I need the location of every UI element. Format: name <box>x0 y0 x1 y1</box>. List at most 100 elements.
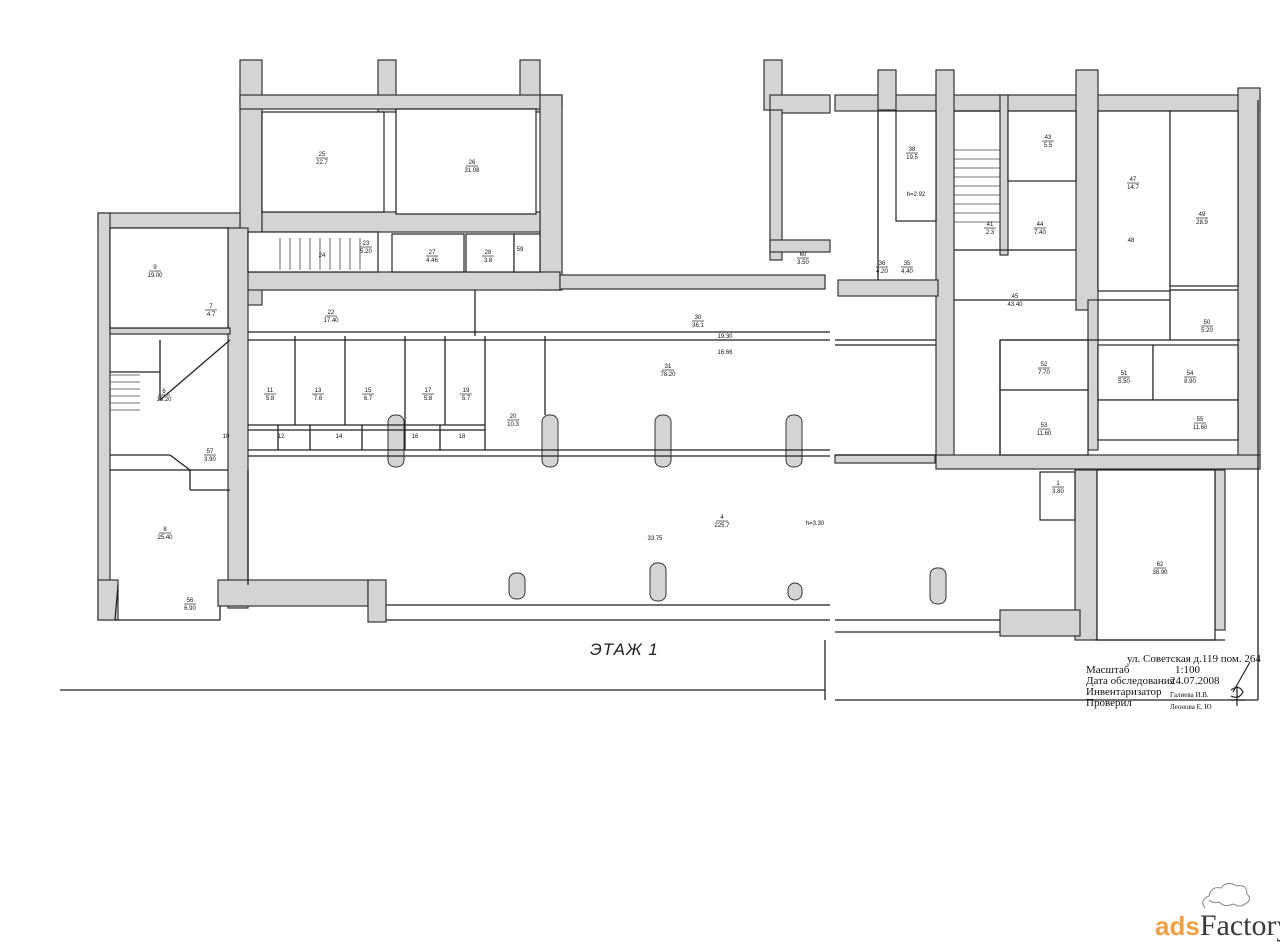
wall <box>217 579 369 607</box>
room-area: 5.7 <box>462 396 471 402</box>
room-outline <box>1097 344 1154 401</box>
room-outline <box>395 108 537 215</box>
room-area: 5.50 <box>1118 379 1130 385</box>
room-number: 53 <box>1041 423 1048 429</box>
room-label-60: 603.50 <box>797 252 809 266</box>
partition-line <box>114 584 119 621</box>
room-label-44: 447.40 <box>1034 222 1046 236</box>
room-area: 7.40 <box>1034 230 1046 236</box>
room-label-48: 48 <box>1128 238 1135 244</box>
room-label-18: 18 <box>459 434 466 440</box>
room-label-15: 156.7 <box>362 388 374 402</box>
room-label-13: 137.6 <box>312 388 324 402</box>
room-number: 56 <box>187 598 194 604</box>
room-number: 30 <box>695 315 702 321</box>
room-number: 36 <box>879 261 886 267</box>
wall <box>239 271 561 291</box>
wall <box>109 327 231 335</box>
room-label-41: 412.3 <box>984 222 996 236</box>
pillar <box>929 567 947 605</box>
room-label-36: 364.20 <box>876 261 888 275</box>
room-label-9: 919.00 <box>147 265 163 279</box>
room-area: 7.6 <box>314 396 323 402</box>
room-number: 22 <box>328 310 335 316</box>
wall <box>239 94 563 110</box>
room-number: 38 <box>909 147 916 153</box>
room-area: 5.8 <box>266 396 275 402</box>
height-main: h=3.30 <box>806 521 825 527</box>
room-number: 57 <box>207 449 214 455</box>
room-area: 4.46 <box>426 258 438 264</box>
room-label-10: 10 <box>223 434 230 440</box>
room-area: 22.7 <box>316 160 328 166</box>
room-outline <box>1152 344 1239 401</box>
room-label-24: 24 <box>319 253 326 259</box>
room-area: 13.20 <box>156 397 172 403</box>
room-number: 16 <box>412 434 419 440</box>
room-outline <box>1039 471 1076 521</box>
room-number: 60 <box>800 252 807 258</box>
wall <box>999 609 1081 637</box>
watermark-factory: Factory <box>1199 909 1280 942</box>
room-area: 78.20 <box>660 372 676 378</box>
room-area: 25.40 <box>157 535 173 541</box>
room-number: 9 <box>153 265 157 271</box>
room-outline <box>999 339 1089 391</box>
room-number: 1 <box>1056 481 1060 487</box>
partitions <box>60 100 1259 701</box>
room-area: 2.3 <box>986 230 995 236</box>
room-label-54: 548.90 <box>1184 371 1196 385</box>
room-outline <box>261 111 385 213</box>
scale-value: 1:100 <box>1175 664 1201 676</box>
room-area: 11.60 <box>1193 425 1208 431</box>
wall <box>261 211 541 233</box>
room-area: 5.20 <box>1201 328 1213 334</box>
checked-label: Проверил <box>1086 697 1132 709</box>
wall <box>97 212 111 621</box>
inventory-name: Галиева И.В. <box>1170 691 1209 699</box>
wall <box>97 579 119 621</box>
room-number: 28 <box>485 250 492 256</box>
wall <box>834 94 1261 112</box>
room-number: 51 <box>1121 371 1128 377</box>
room-label-51: 515.50 <box>1118 371 1130 385</box>
wall <box>769 109 783 261</box>
pillar <box>787 582 803 601</box>
room-number: 13 <box>315 388 322 394</box>
room-outline <box>109 227 229 329</box>
room-number: 48 <box>1128 238 1135 244</box>
room-label-35: 354.40 <box>901 261 913 275</box>
room-label-12: 12 <box>278 434 285 440</box>
length-main: 33.75 <box>647 536 663 542</box>
watermark-ads: ads <box>1155 911 1200 941</box>
room-area: 28.9 <box>1196 220 1208 226</box>
walls <box>97 59 1261 641</box>
wall <box>935 454 1261 470</box>
wall <box>837 279 939 297</box>
room-area: 4.20 <box>876 269 888 275</box>
room-area: 5.20 <box>360 249 372 255</box>
room-outline <box>999 389 1089 456</box>
room-outline <box>1007 110 1077 182</box>
room-area: 4.40 <box>901 269 913 275</box>
checked-name: Леонова Е. Ю <box>1170 703 1212 711</box>
room-number: 47 <box>1130 177 1137 183</box>
room-number: 41 <box>987 222 994 228</box>
room-outline <box>895 110 937 222</box>
room-number: 4 <box>720 515 724 521</box>
room-label-28: 283.8 <box>482 250 494 264</box>
partition-line <box>159 339 231 401</box>
wall <box>769 239 831 253</box>
room-label-59: 59 <box>517 247 524 253</box>
room-area: 3.90 <box>204 457 216 463</box>
